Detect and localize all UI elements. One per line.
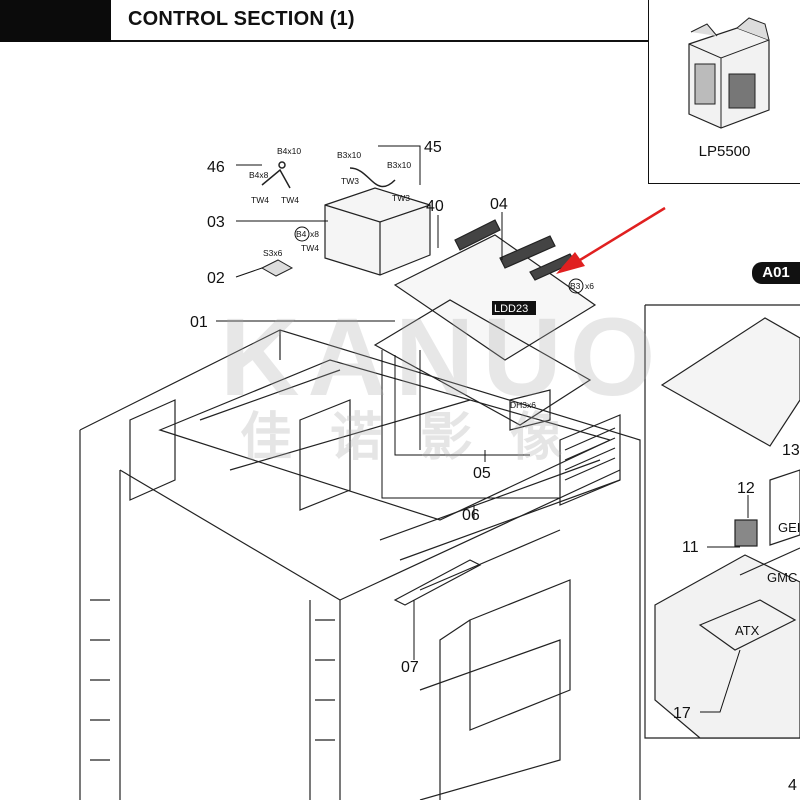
power-unit (324, 187, 431, 276)
callout-03: 03 (207, 214, 225, 231)
screw-circle-b4 (294, 226, 310, 242)
gem-board-label: GEI (778, 520, 800, 535)
gmc-board-label: GMC (767, 570, 797, 585)
ldd-label-bg (492, 301, 536, 315)
watermark-cjk: 佳 诺 影 像 (240, 408, 572, 468)
model-box: LP5500 (648, 0, 800, 184)
screw-x8: x8 (310, 229, 319, 239)
cable-45 (349, 167, 396, 188)
screw-b3x10-b: B3x10 (387, 160, 411, 170)
screw-b4-circle: B4 (296, 229, 307, 239)
printer-frame (79, 329, 641, 800)
callout-06: 06 (462, 507, 480, 524)
callout-40: 40 (426, 198, 444, 215)
watermark-latin: KANUO (220, 296, 663, 419)
ldd-board-label: LDD23 (494, 303, 528, 315)
cable-46 (261, 161, 291, 189)
screw-b3-circle: B3 (570, 281, 581, 291)
red-arrow (556, 206, 666, 274)
callout-11: 11 (682, 539, 699, 556)
atx-board-label: ATX (735, 623, 760, 638)
screw-x6: x6 (585, 281, 594, 291)
screw-b3x10-a: B3x10 (337, 150, 361, 160)
callout-4: 4 (788, 777, 797, 794)
header-rule (111, 40, 648, 42)
header-block (0, 0, 111, 42)
screw-b4x10: B4x10 (277, 146, 301, 156)
callout-02: 02 (207, 270, 225, 287)
bracket-02 (260, 259, 294, 277)
screw-tw3-a: TW3 (341, 176, 359, 186)
ldd-board (393, 219, 597, 361)
callout-01: 01 (190, 314, 208, 331)
callout-12: 12 (737, 480, 755, 497)
screw-s3x6: S3x6 (263, 248, 283, 258)
callout-05: 05 (473, 465, 491, 482)
screw-dh3x6: DH3x6 (510, 400, 536, 410)
leader-lines (216, 145, 749, 713)
screw-tw4-a: TW4 (251, 195, 269, 205)
screw-tw4-b: TW4 (281, 195, 299, 205)
callout-13: 13 (782, 442, 800, 459)
callout-04: 04 (490, 196, 508, 213)
mounting-plate (373, 299, 592, 431)
model-label: LP5500 (698, 143, 751, 160)
printer-icon (688, 17, 770, 129)
assembly-panel (644, 304, 800, 739)
screw-b4x8-top: B4x8 (249, 170, 269, 180)
callout-17: 17 (673, 705, 691, 722)
callout-45: 45 (424, 139, 442, 156)
callout-07: 07 (401, 659, 419, 676)
page-title: CONTROL SECTION (1) (128, 8, 355, 30)
screw-tw3-b: TW3 (392, 193, 410, 203)
screw-circle-b3 (568, 278, 584, 294)
callout-46: 46 (207, 159, 225, 176)
screw-tw4-c: TW4 (301, 243, 319, 253)
assembly-badge: A01 (752, 262, 800, 284)
